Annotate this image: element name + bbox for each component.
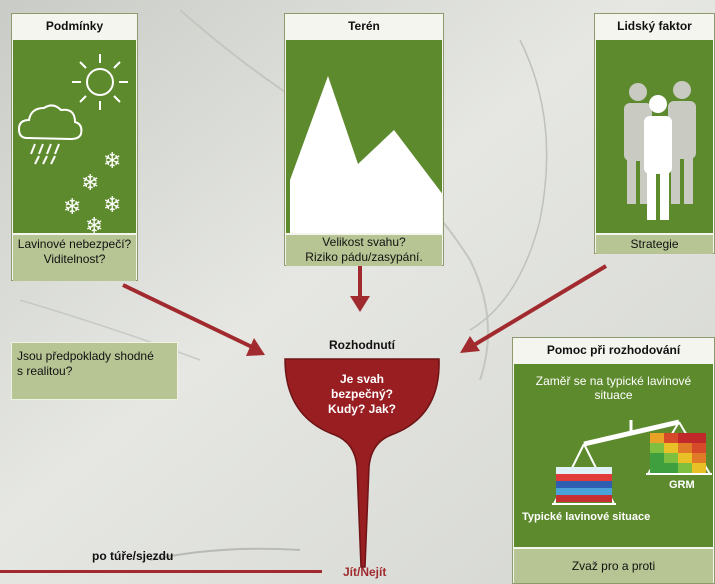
arrowhead-left (246, 338, 265, 356)
decision-aid-line1: Zaměř se na typické lavinové (535, 374, 692, 388)
assumptions-line1: Jsou předpoklady shodné (17, 349, 154, 363)
decision-aid-footer: Zvaž pro a proti (514, 549, 713, 583)
decision-aid-card: Pomoc při rozhodování Zaměř se na typick… (512, 337, 715, 584)
terrain-caption-line2: Riziko pádu/zasypání. (305, 250, 423, 264)
svg-text:❄: ❄ (103, 148, 121, 173)
svg-text:❄: ❄ (81, 170, 99, 195)
human-factor-caption: Strategie (596, 235, 713, 254)
conditions-caption-line1: Lavinové nebezpečí? (17, 237, 132, 251)
terrain-card: Terén Velikost svahu? Riziko pádu/zasypá… (284, 13, 444, 266)
decision-aid-footer-text: Zvaž pro a proti (571, 559, 656, 573)
arrowhead-center (350, 296, 370, 312)
tour-label: po túře/sjezdu (92, 549, 174, 563)
conditions-image: ❄ ❄ ❄ ❄ ❄ (13, 40, 136, 233)
conditions-title: Podmínky (12, 14, 137, 38)
arrow-human-to-decision (472, 264, 608, 347)
snowflake-icons: ❄ ❄ ❄ ❄ ❄ (63, 148, 121, 233)
arrowhead-right (460, 336, 480, 353)
sun-icon (72, 54, 128, 110)
conditions-caption: Lavinové nebezpečí? Viditelnost? (13, 235, 136, 281)
decision-question: Je svah bezpečný? Kudy? Jak? (310, 372, 414, 417)
svg-text:❄: ❄ (85, 213, 103, 233)
typical-situations-label: Typické lavinové situace (522, 511, 651, 523)
tour-line (0, 570, 322, 573)
mountain-icon (290, 76, 442, 233)
human-factor-card: Lidský faktor Strategie (594, 13, 715, 254)
people-icon (624, 81, 696, 220)
human-factor-title: Lidský faktor (595, 14, 714, 38)
decision-aid-line2: situace (594, 388, 633, 402)
decision-line3: Kudy? Jak? (327, 402, 396, 416)
decision-outcome: Jít/Nejít (343, 565, 387, 579)
decision-aid-panel: Zaměř se na typické lavinové situace (514, 364, 713, 547)
conditions-caption-line2: Viditelnost? (43, 252, 106, 266)
decision-line1: Je svah (339, 372, 385, 386)
balance-scale (552, 419, 712, 505)
conditions-card: Podmínky ❄ ❄ ❄ (11, 13, 138, 281)
weather-icons: ❄ ❄ ❄ ❄ ❄ (17, 54, 128, 233)
terrain-caption-line1: Velikost svahu? (322, 235, 406, 249)
svg-text:❄: ❄ (63, 194, 81, 219)
human-factor-caption-text: Strategie (630, 237, 679, 251)
typical-situations-triangle (552, 443, 616, 505)
decision-aid-text: Zaměř se na typické lavinové situace (514, 374, 713, 402)
decision-line2: bezpečný? (330, 387, 393, 401)
terrain-title: Terén (285, 14, 443, 38)
svg-text:❄: ❄ (103, 192, 121, 217)
grm-triangle (646, 421, 712, 475)
assumptions-note: Jsou předpoklady shodné s realitou? (11, 342, 178, 400)
grm-label: GRM (669, 479, 695, 491)
terrain-image (286, 40, 442, 233)
decision-label: Rozhodnutí (329, 338, 395, 352)
human-factor-image (596, 40, 713, 233)
decision-funnel (284, 358, 440, 568)
assumptions-line2: s realitou? (17, 364, 73, 378)
arrow-conditions-to-decision (122, 283, 253, 349)
decision-aid-title: Pomoc při rozhodování (513, 338, 714, 362)
terrain-caption: Velikost svahu? Riziko pádu/zasypání. (286, 235, 442, 266)
rain-cloud-icon (17, 104, 83, 165)
